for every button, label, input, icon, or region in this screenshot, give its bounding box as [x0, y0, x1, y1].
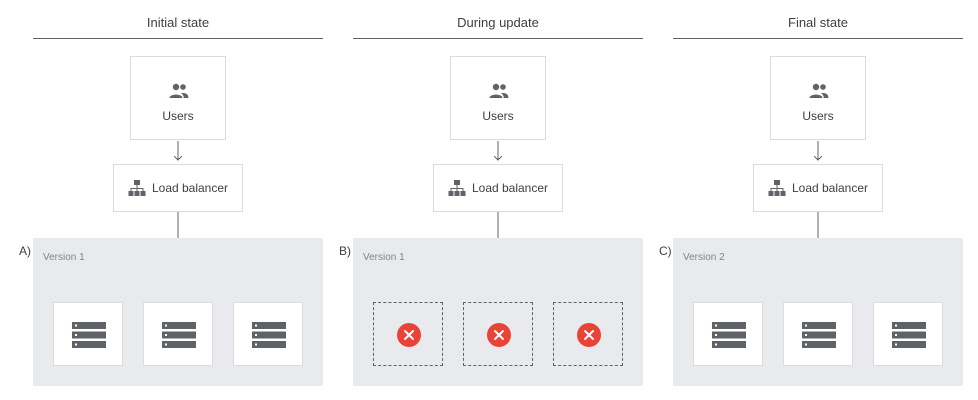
- panel-b-divider: [353, 38, 643, 39]
- server-stack-icon: [72, 322, 106, 353]
- panel-b-users-label: Users: [482, 109, 514, 123]
- panel-c-server-3: [873, 302, 943, 366]
- error-x-icon: [397, 323, 421, 347]
- panel-c-lb-label: Load balancer: [791, 181, 869, 195]
- panel-a-letter: A): [19, 244, 31, 258]
- panel-c-users-label: Users: [802, 109, 834, 123]
- server-stack-icon: [162, 322, 196, 353]
- server-stack-icon: [892, 322, 926, 353]
- panel-c-letter: C): [659, 244, 672, 258]
- panel-a-server-2: [143, 302, 213, 366]
- server-stack-icon: [712, 322, 746, 353]
- panel-a-server-1: [53, 302, 123, 366]
- panel-b-server-2-down: [463, 302, 533, 366]
- error-x-icon: [487, 323, 511, 347]
- panel-b-server-1-down: [373, 302, 443, 366]
- sitemap-icon: [448, 179, 466, 197]
- panel-c-title: Final state: [788, 15, 848, 30]
- panel-b-zone-label: Version 1: [363, 252, 405, 263]
- panel-a-title: Initial state: [146, 15, 210, 30]
- panel-c-load-balancer-node: Load balancer: [753, 164, 883, 212]
- panel-b-title: During update: [457, 15, 539, 30]
- error-x-icon: [577, 323, 601, 347]
- server-stack-icon: [802, 322, 836, 353]
- server-stack-icon: [252, 322, 286, 353]
- people-icon: [807, 79, 831, 108]
- panel-a-load-balancer-node: Load balancer: [113, 164, 243, 212]
- panel-b-letter: B): [339, 244, 351, 258]
- panel-c-users-node: Users: [770, 56, 866, 140]
- people-icon: [487, 79, 511, 108]
- panel-b-users-node: Users: [450, 56, 546, 140]
- panel-c-server-2: [783, 302, 853, 366]
- panel-a-divider: [33, 38, 323, 39]
- panel-b-version-zone: Version 1: [353, 238, 643, 386]
- panel-a-users-node: Users: [130, 56, 226, 140]
- people-icon: [167, 79, 191, 108]
- panel-a-server-3: [233, 302, 303, 366]
- panel-c-divider: [673, 38, 963, 39]
- panel-a-lb-label: Load balancer: [151, 181, 229, 195]
- panel-a-zone-label: Version 1: [43, 252, 85, 263]
- panel-b-load-balancer-node: Load balancer: [433, 164, 563, 212]
- sitemap-icon: [128, 179, 146, 197]
- panel-b-lb-label: Load balancer: [471, 181, 549, 195]
- panel-c-server-1: [693, 302, 763, 366]
- panel-b-server-3-down: [553, 302, 623, 366]
- sitemap-icon: [768, 179, 786, 197]
- panel-a-users-label: Users: [162, 109, 194, 123]
- panel-c-zone-label: Version 2: [683, 252, 725, 263]
